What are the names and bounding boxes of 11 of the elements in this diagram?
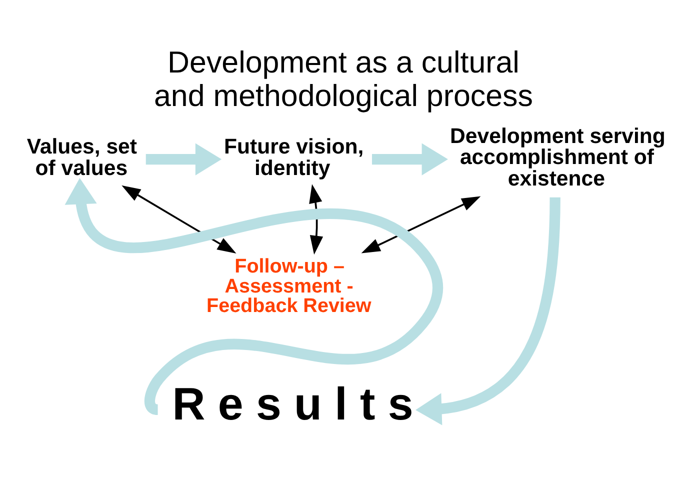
- node-text: Future vision, identity: [224, 134, 364, 180]
- node-text: R e s u l t s: [172, 378, 414, 430]
- arrow: [361, 196, 481, 254]
- arrow: [146, 143, 222, 176]
- node-text: Development serving accomplishment of existence: [450, 124, 666, 190]
- arrow: [64, 178, 444, 414]
- arrow: [372, 143, 448, 176]
- node-text: Values, set of values: [26, 134, 137, 180]
- node-text: Follow-up – Assessment - Feedback Review: [206, 256, 372, 318]
- arrow: [416, 197, 560, 426]
- diagram-title: Development as a cultural and methodological process: [154, 46, 534, 114]
